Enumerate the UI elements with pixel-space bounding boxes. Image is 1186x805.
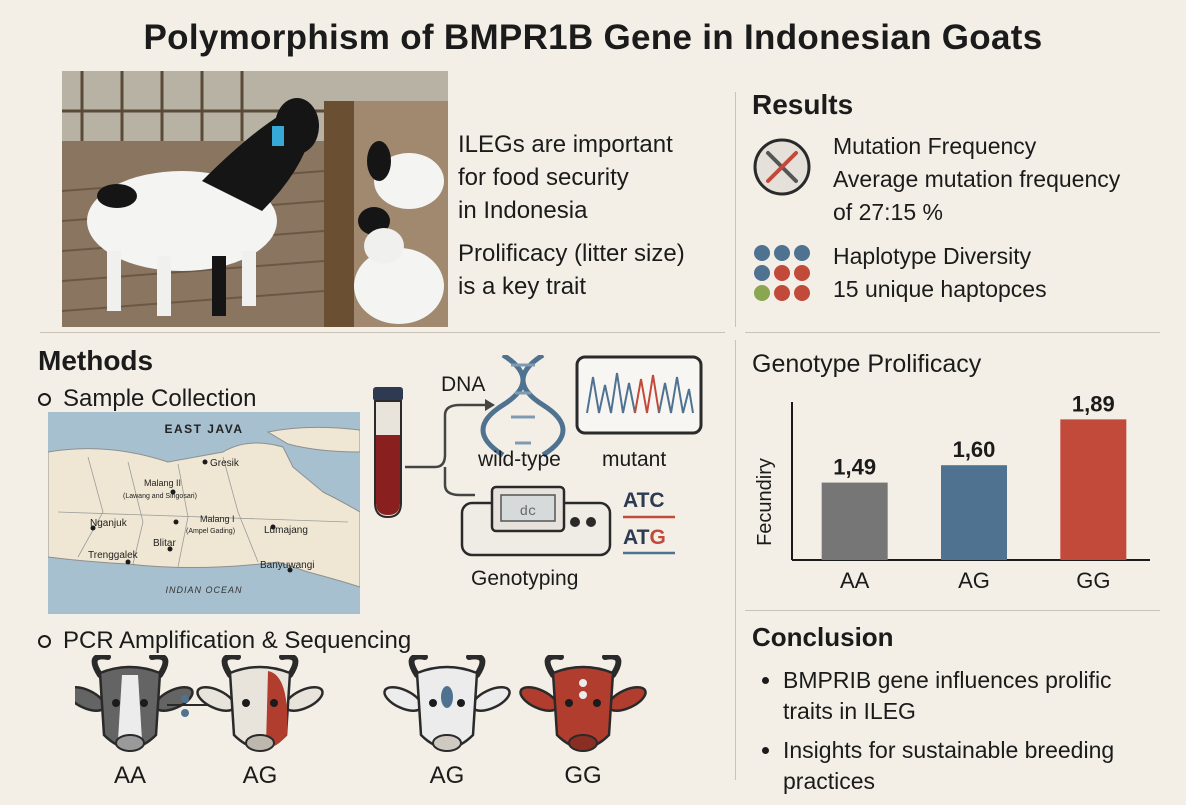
goat-faces bbox=[75, 655, 655, 765]
dna-label: DNA bbox=[441, 373, 485, 396]
results-heading: Results bbox=[752, 89, 854, 120]
map-place: Trenggalek bbox=[88, 550, 139, 561]
intro-line: in Indonesia bbox=[458, 197, 588, 224]
conclusion-heading: Conclusion bbox=[752, 622, 894, 652]
bar-gg bbox=[1060, 419, 1127, 560]
y-axis-label: Fecundiry bbox=[754, 458, 776, 546]
sequence-mutant: ATG bbox=[623, 526, 666, 549]
blood-tube-icon bbox=[373, 387, 403, 519]
map-place: (Lawang and Singosari) bbox=[123, 493, 197, 500]
goat-gg-icon bbox=[517, 656, 649, 752]
vertical-divider-top bbox=[735, 92, 736, 327]
wild-type-label: wild-type bbox=[477, 448, 561, 471]
goat-label: AG bbox=[429, 762, 465, 789]
mutation-frequency: Mutation Frequency Average mutation freq… bbox=[833, 130, 1120, 229]
conclusion-list: BMPRIB gene influences prolific traits i… bbox=[757, 665, 1162, 805]
mutation-title: Mutation Frequency bbox=[833, 133, 1037, 159]
vertical-divider-bottom bbox=[735, 340, 736, 780]
bar-value-label: 1,49 bbox=[833, 455, 876, 480]
x-tick-label: AA bbox=[840, 568, 870, 593]
haplotype-line: 15 unique haptopces bbox=[833, 276, 1047, 302]
genotype-heading: Genotype Prolificacy bbox=[752, 350, 982, 378]
map-place: Lumajang bbox=[264, 525, 308, 536]
conclusion-item: Insights for sustainable breeding practi… bbox=[783, 735, 1162, 797]
map-ocean-label: INDIAN OCEAN bbox=[165, 585, 242, 595]
x-tick-label: GG bbox=[1076, 568, 1110, 593]
goat-ag-white-icon bbox=[381, 656, 513, 752]
sample-collection-label: Sample Collection bbox=[63, 385, 257, 412]
mutation-line: of 27:15 % bbox=[833, 199, 943, 225]
chromatogram-monitor-icon bbox=[575, 355, 703, 435]
device-display: dc bbox=[520, 504, 537, 520]
bar-ag bbox=[941, 465, 1007, 560]
goat-label: AA bbox=[113, 762, 146, 789]
map-place: Malang I bbox=[200, 514, 235, 524]
bullet-ring-icon bbox=[38, 392, 51, 406]
bar-value-label: 1,89 bbox=[1072, 391, 1115, 416]
intro-text: ILEGs are important for food security in… bbox=[458, 128, 718, 303]
haplotype-diversity: Haplotype Diversity 15 unique haptopces bbox=[833, 240, 1047, 306]
bullet-ring-icon bbox=[38, 634, 51, 648]
intro-line: for food security bbox=[458, 164, 629, 191]
map-place: (Ampel Gading) bbox=[186, 528, 235, 535]
intro-line: Prolificacy (litter size) bbox=[458, 240, 685, 267]
pcr-label: PCR Amplification & Sequencing bbox=[63, 627, 412, 654]
goat-label: GG bbox=[564, 762, 602, 789]
genotyping-device-icon: dc bbox=[460, 485, 612, 557]
goat-ag-icon bbox=[194, 656, 326, 752]
haplotype-dots-icon bbox=[752, 244, 814, 307]
methods-heading: Methods bbox=[38, 345, 154, 376]
sequence-mutant-base: G bbox=[649, 526, 665, 549]
intro-line: ILEGs are important bbox=[458, 131, 673, 158]
dna-helix-icon bbox=[480, 352, 566, 458]
genotyping-label: Genotyping bbox=[471, 567, 578, 590]
bar-aa bbox=[821, 482, 888, 560]
page-title: Polymorphism of BMPR1B Gene in Indonesia… bbox=[143, 18, 1043, 57]
goat-label: AG bbox=[242, 762, 278, 789]
intro-line: is a key trait bbox=[458, 273, 587, 300]
haplotype-title: Haplotype Diversity bbox=[833, 243, 1032, 269]
goat-photo-right bbox=[324, 71, 448, 327]
sample-collection-bullet: Sample Collection bbox=[38, 385, 256, 413]
sequence-wild: ATC bbox=[623, 489, 665, 512]
x-tick-label: AG bbox=[958, 568, 990, 593]
east-java-map: EAST JAVA Gresik Malang II (Lawang and S… bbox=[47, 412, 361, 614]
mutant-label: mutant bbox=[602, 448, 666, 471]
map-place: Blitar bbox=[153, 538, 176, 549]
goat-aa-icon bbox=[75, 656, 196, 752]
map-place: Gresik bbox=[210, 458, 240, 469]
mutation-line: Average mutation frequency bbox=[833, 166, 1121, 192]
sequence-mutant-prefix: AT bbox=[623, 526, 650, 549]
lab-workflow: DNA wild-type mutant dc Genotyping ATC A… bbox=[365, 352, 710, 595]
horizontal-divider-right bbox=[745, 332, 1160, 333]
pcr-bullet: PCR Amplification & Sequencing bbox=[38, 627, 411, 655]
map-place: Malang II bbox=[144, 478, 181, 488]
conclusion-item: BMPRIB gene influences prolific traits i… bbox=[783, 665, 1162, 727]
goat-photo-left bbox=[62, 71, 324, 327]
horizontal-divider-left bbox=[40, 332, 725, 333]
mutation-icon bbox=[752, 137, 812, 202]
horizontal-divider-conclusion bbox=[745, 610, 1160, 611]
bar-value-label: 1,60 bbox=[953, 437, 996, 462]
map-region-label: EAST JAVA bbox=[164, 422, 243, 436]
map-place: Nganjuk bbox=[90, 518, 128, 529]
map-place: Banyuwangi bbox=[260, 560, 314, 571]
